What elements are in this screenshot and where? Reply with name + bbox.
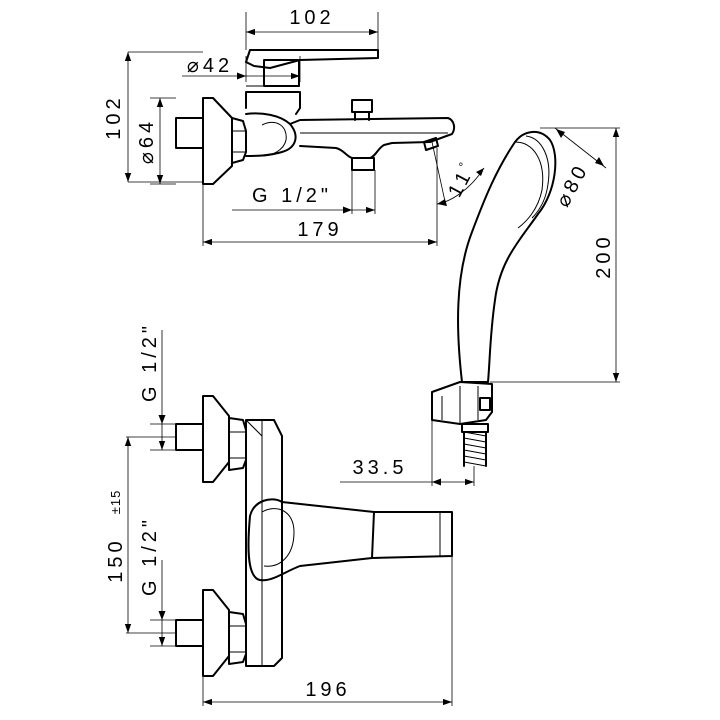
label-spout-length: 179 <box>297 219 342 241</box>
label-top-height: 102 <box>103 94 125 139</box>
side-wall-flange <box>202 97 233 185</box>
label-center-tolerance: ±15 <box>108 490 123 515</box>
label-inlet-thread: G 1/2" <box>252 185 332 207</box>
front-lever-handle <box>247 498 375 582</box>
front-lower-nipple <box>175 619 204 647</box>
side-lever-handle <box>245 49 379 69</box>
front-spout <box>371 511 453 559</box>
hand-shower-face <box>514 135 550 229</box>
side-hex-nut <box>231 117 247 164</box>
label-front-width: 196 <box>305 679 350 701</box>
side-diverter-knob <box>351 99 373 121</box>
label-spout-angle: 11° <box>442 156 481 200</box>
side-inlet-nipple <box>175 117 204 149</box>
hand-shower-view: 200 ⌀80 33.5 <box>340 127 620 486</box>
label-front-thread-upper: G 1/2" <box>139 322 161 402</box>
label-front-thread-lower: G 1/2" <box>139 516 161 596</box>
label-hand-shower-length: 200 <box>593 233 615 278</box>
front-view: G 1/2" G 1/2" 150 ±15 196 <box>105 322 453 706</box>
label-hand-shower-diameter: ⌀80 <box>552 160 593 211</box>
front-lower-flange <box>202 589 230 677</box>
side-outlet-nipple <box>351 157 375 171</box>
label-spout-diameter: ⌀42 <box>187 55 233 77</box>
label-center-distance: 150 <box>105 537 127 582</box>
side-aerator <box>423 137 439 151</box>
front-mixer-body <box>245 419 283 667</box>
side-lever-stem <box>245 91 301 115</box>
front-upper-hex-nut <box>228 417 247 471</box>
shower-holder <box>431 381 493 425</box>
shower-hose <box>461 423 489 467</box>
side-view: 102 ⌀42 102 ⌀64 G 1/2" 179 11° <box>103 7 485 246</box>
front-lower-hex-nut <box>228 611 247 665</box>
side-valve-body <box>245 112 297 157</box>
label-top-width: 102 <box>289 7 334 29</box>
front-upper-nipple <box>175 423 204 451</box>
hand-shower-body <box>457 131 557 383</box>
side-spout <box>289 117 456 159</box>
label-holder-offset: 33.5 <box>353 457 408 479</box>
front-upper-flange <box>202 395 230 483</box>
label-flange-diameter: ⌀64 <box>136 118 158 164</box>
